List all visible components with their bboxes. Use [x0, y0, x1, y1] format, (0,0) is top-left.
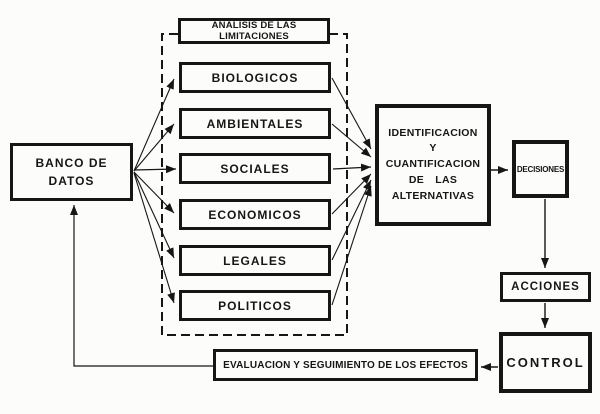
node-analisis-header: ANALISIS DE LAS LIMITACIONES — [178, 18, 330, 44]
edge-banco-ambientales — [133, 123, 175, 172]
node-economicos: ECONOMICOS — [179, 199, 331, 230]
node-identificacion-alternativas-label: IDENTIFICACION Y CUANTIFICACION DE LAS A… — [385, 126, 481, 202]
node-identificacion-alternativas: IDENTIFICACION Y CUANTIFICACION DE LAS A… — [375, 104, 491, 226]
node-ambientales-label: AMBIENTALES — [206, 116, 304, 131]
node-biologicos: BIOLOGICOS — [179, 62, 331, 93]
edge-legales-identificacion — [331, 179, 372, 261]
node-control: CONTROL — [499, 332, 592, 393]
node-evaluacion-seguimiento: EVALUACION Y SEGUIMIENTO DE LOS EFECTOS — [213, 349, 478, 381]
node-decisiones: DECISIONES — [512, 140, 569, 198]
node-acciones: ACCIONES — [500, 272, 591, 302]
dashed-frame — [161, 33, 348, 336]
node-sociales-label: SOCIALES — [220, 161, 290, 176]
edge-biologicos-identificacion — [331, 77, 372, 150]
node-ambientales: AMBIENTALES — [179, 108, 331, 139]
node-evaluacion-seguimiento-label: EVALUACION Y SEGUIMIENTO DE LOS EFECTOS — [223, 359, 468, 371]
node-economicos-label: ECONOMICOS — [208, 207, 302, 222]
edge-banco-legales — [133, 171, 175, 259]
node-acciones-label: ACCIONES — [511, 281, 580, 293]
edge-banco-economicos — [133, 171, 175, 214]
node-politicos: POLITICOS — [179, 290, 331, 321]
node-banco-de-datos: BANCO DE DATOS — [10, 143, 133, 201]
node-legales: LEGALES — [179, 245, 331, 276]
edge-politicos-identificacion — [331, 185, 372, 306]
edge-banco-sociales — [133, 165, 177, 174]
edge-banco-politicos — [133, 172, 175, 304]
edge-ambientales-identificacion — [331, 123, 372, 158]
edge-economicos-identificacion — [331, 173, 372, 215]
node-control-label: CONTROL — [506, 355, 585, 370]
edge-sociales-identificacion — [332, 163, 372, 172]
edge-evaluacion-banco — [70, 205, 213, 367]
node-decisiones-label: DECISIONES — [516, 164, 565, 174]
node-sociales: SOCIALES — [179, 153, 331, 184]
node-legales-label: LEGALES — [223, 253, 287, 268]
edge-banco-biologicos — [133, 78, 175, 172]
node-analisis-header-label: ANALISIS DE LAS LIMITACIONES — [211, 20, 297, 42]
node-politicos-label: POLITICOS — [218, 298, 292, 313]
node-biologicos-label: BIOLOGICOS — [211, 70, 299, 85]
node-banco-de-datos-label: BANCO DE DATOS — [35, 156, 108, 188]
